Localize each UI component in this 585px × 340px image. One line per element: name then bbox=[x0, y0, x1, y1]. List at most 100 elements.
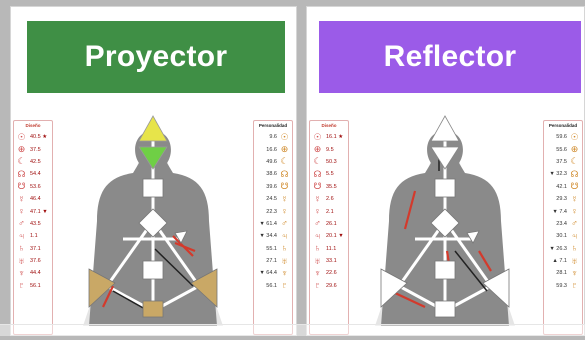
planet-row: ♂43.5 bbox=[14, 218, 52, 230]
gate-line-value: 23.4 bbox=[556, 220, 567, 227]
planet-row: ☊54.4 bbox=[14, 168, 52, 180]
projector-panel: Proyector Diseño ☉40.5 ★⊕37.5☾42.5☊54.4☋… bbox=[10, 6, 297, 336]
gate-line-value: 37.5 bbox=[556, 158, 567, 165]
planet-row: ♇59.3 bbox=[544, 280, 582, 292]
planet-row: ♂26.1 bbox=[310, 218, 348, 230]
gate-line-value: 55.1 bbox=[266, 245, 277, 252]
gate-line-value: ▼ 34.4 bbox=[259, 233, 277, 240]
neptune-icon: ♆ bbox=[571, 267, 578, 278]
gate-line-value: 37.1 bbox=[30, 245, 41, 252]
earth-icon: ⊕ bbox=[280, 144, 289, 155]
moon-icon: ☾ bbox=[280, 156, 289, 167]
planet-row: ♃20.1 ▼ bbox=[310, 230, 348, 242]
gate-line-value: 46.4 bbox=[30, 196, 41, 203]
gate-line-value: 59.6 bbox=[556, 134, 567, 141]
mercury-icon: ☿ bbox=[18, 193, 25, 204]
planet-row: ☊▼ 32.3 bbox=[544, 168, 582, 180]
planet-row: ⊕37.5 bbox=[14, 143, 52, 155]
mercury-icon: ☿ bbox=[571, 193, 578, 204]
gate-line-value: 28.1 bbox=[556, 270, 567, 277]
venus-icon: ♀ bbox=[18, 206, 25, 217]
planet-row: ♀ 22.3 bbox=[254, 205, 292, 217]
planet-row: ☉ 40.5 ★ bbox=[14, 131, 52, 143]
planet-row: ♂ 23.4 bbox=[544, 218, 582, 230]
planet-row: ☿ 46.4 bbox=[14, 193, 52, 205]
bottom-fade bbox=[0, 324, 585, 336]
bodygraph-projector bbox=[63, 111, 243, 331]
planet-row: ⊕55.6 bbox=[544, 143, 582, 155]
planet-row: ☋39.6 bbox=[254, 181, 292, 193]
gate-line-value: 39.6 bbox=[266, 183, 277, 190]
planet-row: ☿ 2.6 bbox=[310, 193, 348, 205]
personality-column-title: Personalidad bbox=[548, 123, 578, 128]
gate-line-value: 37.6 bbox=[30, 258, 41, 265]
planet-row: ♂▼ 61.4 bbox=[254, 218, 292, 230]
gate-line-value: 40.5 ★ bbox=[30, 134, 48, 141]
planet-row: ♆44.4 bbox=[14, 267, 52, 279]
mars-icon: ♂ bbox=[571, 218, 578, 229]
gate-line-value: 38.6 bbox=[266, 171, 277, 178]
planet-row: ♃1.1 bbox=[14, 230, 52, 242]
neptune-icon: ♆ bbox=[18, 267, 25, 278]
saturn-icon: ♄ bbox=[571, 243, 578, 254]
moon-icon: ☾ bbox=[17, 156, 26, 167]
design-column-title: Diseño bbox=[321, 123, 337, 128]
planet-row: ☉9.6 bbox=[254, 131, 292, 143]
venus-icon: ♀ bbox=[281, 206, 288, 217]
earth-icon: ⊕ bbox=[17, 144, 26, 155]
north-node-icon: ☊ bbox=[313, 168, 322, 179]
planet-row: ☾50.3 bbox=[310, 156, 348, 168]
gate-line-value: 53.6 bbox=[30, 183, 41, 190]
jupiter-icon: ♃ bbox=[18, 230, 25, 241]
gate-line-value: 9.5 bbox=[326, 146, 334, 153]
gate-line-value: 2.1 bbox=[326, 208, 334, 215]
gate-line-value: ▲ 7.1 bbox=[552, 258, 567, 265]
planet-row: ♃30.1 bbox=[544, 230, 582, 242]
planet-row: ☊38.6 bbox=[254, 168, 292, 180]
gate-line-value: ▼ 7.4 bbox=[552, 208, 567, 215]
gate-line-value: 20.1 ▼ bbox=[326, 233, 344, 240]
pluto-icon: ♇ bbox=[314, 280, 321, 291]
saturn-icon: ♄ bbox=[314, 243, 321, 254]
earth-icon: ⊕ bbox=[313, 144, 322, 155]
gate-line-value: 2.6 bbox=[326, 196, 334, 203]
design-column: Diseño ☉16.1 ★⊕9.5☾50.3☊5.5☋35.5☿2.6♀2.1… bbox=[309, 120, 349, 335]
planet-row: ♃ ▼ 34.4 bbox=[254, 230, 292, 242]
gate-line-value: 42.5 bbox=[30, 158, 41, 165]
moon-icon: ☾ bbox=[570, 156, 579, 167]
gate-line-value: ▼ 26.3 bbox=[549, 245, 567, 252]
gate-line-value: 56.1 bbox=[266, 282, 277, 289]
planet-row: ⊕16.6 bbox=[254, 143, 292, 155]
uranus-icon: ♅ bbox=[571, 255, 578, 266]
planet-row: ♀ 2.1 bbox=[310, 205, 348, 217]
planet-row: ♄37.1 bbox=[14, 243, 52, 255]
planet-row: ♄55.1 bbox=[254, 243, 292, 255]
design-column-title: Diseño bbox=[25, 123, 41, 128]
planet-row: ♇56.1 bbox=[254, 280, 292, 292]
venus-icon: ♀ bbox=[314, 206, 321, 217]
jupiter-icon: ♃ bbox=[281, 230, 288, 241]
planet-row: ♄ ▼ 26.3 bbox=[544, 243, 582, 255]
sun-icon: ☉ bbox=[17, 131, 26, 142]
planet-row: ☾ 42.5 bbox=[14, 156, 52, 168]
uranus-icon: ♅ bbox=[281, 255, 288, 266]
gate-line-value: ▼ 32.3 bbox=[549, 171, 567, 178]
gate-line-value: 33.1 bbox=[326, 258, 337, 265]
neptune-icon: ♆ bbox=[281, 267, 288, 278]
gate-line-value: 59.3 bbox=[556, 282, 567, 289]
mercury-icon: ☿ bbox=[314, 193, 321, 204]
planet-row: ☋35.5 bbox=[310, 181, 348, 193]
gate-line-value: ▼ 64.4 bbox=[259, 270, 277, 277]
gate-line-value: 29.3 bbox=[556, 196, 567, 203]
sun-icon: ☉ bbox=[313, 131, 322, 142]
gate-line-value: 35.5 bbox=[326, 183, 337, 190]
gate-line-value: 30.1 bbox=[556, 233, 567, 240]
planet-row: ☾37.5 bbox=[544, 156, 582, 168]
gate-line-value: 22.3 bbox=[266, 208, 277, 215]
gate-line-value: 5.5 bbox=[326, 171, 334, 178]
planet-row: ♇56.1 bbox=[14, 280, 52, 292]
projector-title: Proyector bbox=[84, 40, 228, 73]
reflector-panel: Reflector Diseño ☉16.1 ★⊕9.5☾50.3☊5.5☋35… bbox=[306, 6, 585, 336]
mars-icon: ♂ bbox=[281, 218, 288, 229]
gate-line-value: 43.5 bbox=[30, 220, 41, 227]
